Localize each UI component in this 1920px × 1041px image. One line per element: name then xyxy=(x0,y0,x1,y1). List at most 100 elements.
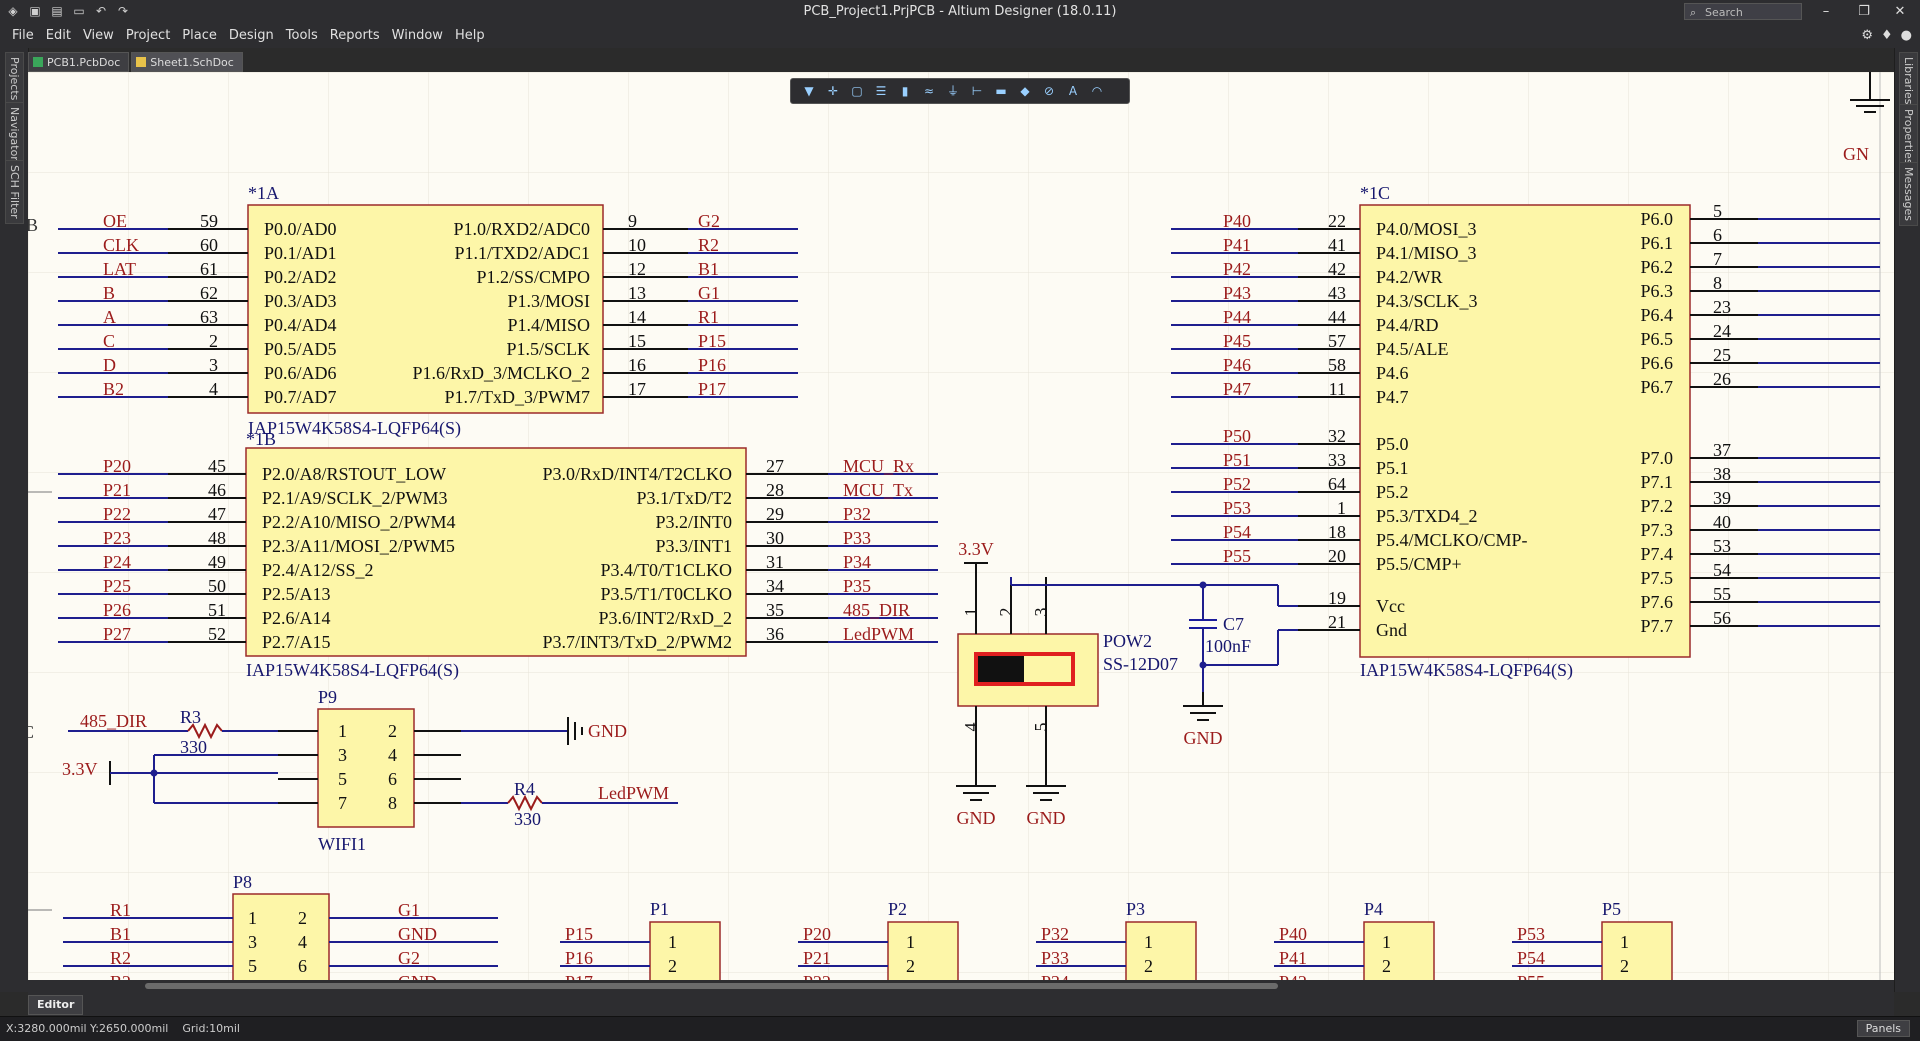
scrollbar-thumb[interactable] xyxy=(145,983,1278,989)
wire-icon[interactable]: ≈ xyxy=(923,84,935,98)
panel-tab-libraries[interactable]: Libraries xyxy=(1899,52,1918,110)
header-p2-body xyxy=(887,921,959,980)
u1b-left-net: P22 xyxy=(103,504,131,524)
u1c-right-pin-number: 40 xyxy=(1713,512,1731,532)
menu-edit[interactable]: Edit xyxy=(45,28,71,43)
u1b-right-pin-number: 31 xyxy=(766,552,784,572)
close-button[interactable]: ✕ xyxy=(1894,4,1906,19)
save-icon[interactable]: ▣ xyxy=(29,4,41,18)
save-all-icon[interactable]: ▤ xyxy=(51,4,63,18)
horizontal-scrollbar[interactable] xyxy=(28,980,1894,992)
u1c-right-pin-name: P7.2 xyxy=(1640,496,1673,516)
menu-window[interactable]: Window xyxy=(391,28,443,43)
status-grid: Grid:10mil xyxy=(182,1022,240,1035)
arc-icon[interactable]: ◠ xyxy=(1091,84,1103,98)
port-icon[interactable]: ⊢ xyxy=(971,84,983,98)
r3-designator: R3 xyxy=(180,707,201,727)
tab-sheet1-schdoc[interactable]: Sheet1.SchDoc xyxy=(131,52,243,72)
open-icon[interactable]: ▭ xyxy=(73,4,85,18)
r3-resistor xyxy=(187,722,223,740)
u1c-right-pin-name: P6.4 xyxy=(1640,305,1673,325)
u1c-left-pin-number: 64 xyxy=(1328,474,1346,494)
u1a-left-pin-number: 60 xyxy=(200,235,218,255)
p8-right-pin-number: 2 xyxy=(298,908,307,928)
align-icon[interactable]: ☰ xyxy=(875,84,887,98)
u1c-right-pin-number: 23 xyxy=(1713,297,1731,317)
text-icon[interactable]: A xyxy=(1068,84,1078,98)
u1a-left-pin-name: P0.7/AD7 xyxy=(264,387,337,407)
gear-icon[interactable]: ⚙ xyxy=(1861,28,1873,43)
directive-icon[interactable]: ⊘ xyxy=(1043,84,1055,98)
active-bar-toolbar: ▼ ✛ ▢ ☰ ▮ ≈ ⏚ ⊢ ▬ ◆ ⊘ A ◠ xyxy=(790,78,1130,104)
select-rect-icon[interactable]: ▢ xyxy=(851,84,863,98)
panel-tab-sch-filter[interactable]: SCH Filter xyxy=(5,160,24,224)
u1a-left-net: B2 xyxy=(103,379,124,399)
u1a-comment: IAP15W4K58S4-LQFP64(S) xyxy=(248,418,461,439)
u1a-right-net: G1 xyxy=(698,283,720,303)
editor-tab[interactable]: Editor xyxy=(28,995,84,1015)
sheet-symbol-icon[interactable]: ▬ xyxy=(995,84,1007,98)
header-p3-net: P32 xyxy=(1041,924,1069,944)
u1b-right-net: P35 xyxy=(843,576,871,596)
power-port-icon[interactable]: ⏚ xyxy=(946,84,959,98)
menu-project[interactable]: Project xyxy=(125,28,171,43)
u1b-right-pin-number: 27 xyxy=(766,456,784,476)
app-logo-icon[interactable]: ◈ xyxy=(8,4,18,18)
menu-reports[interactable]: Reports xyxy=(329,28,380,43)
notifications-icon[interactable]: ♦ xyxy=(1881,28,1893,43)
panel-tab-properties[interactable]: Properties xyxy=(1899,104,1918,170)
u1b-left-net: P26 xyxy=(103,600,131,620)
menu-tools[interactable]: Tools xyxy=(285,28,318,43)
schematic-drawing[interactable]: GNDGNDGNDGNDGNBC*1AIAP15W4K58S4-LQFP64(S… xyxy=(28,72,1894,980)
search-box[interactable]: ⌕Search xyxy=(1684,3,1802,20)
u1c-left-net: P50 xyxy=(1223,426,1251,446)
u1b-right-net: P34 xyxy=(843,552,871,572)
header-p4-net: P41 xyxy=(1279,948,1307,968)
menu-view[interactable]: View xyxy=(82,28,114,43)
r3-value: 330 xyxy=(180,737,207,757)
u1c-left-pin-number: 32 xyxy=(1328,426,1346,446)
move-icon[interactable]: ✛ xyxy=(827,84,839,98)
u1c-right-pin-name: P6.1 xyxy=(1640,233,1673,253)
u1a-right-pin-name: P1.6/RxD_3/MCLKO_2 xyxy=(412,363,590,383)
p9-right-pin-number: 6 xyxy=(388,769,397,789)
minimize-button[interactable]: – xyxy=(1822,4,1830,19)
u1a-left-pin-number: 3 xyxy=(209,355,218,375)
u1a-left-pin-number: 59 xyxy=(200,211,218,231)
restore-button[interactable]: ❐ xyxy=(1858,4,1870,19)
u1b-right-pin-name: P3.3/INT1 xyxy=(656,536,733,556)
u1c-left-pin-name: P4.4/RD xyxy=(1376,315,1439,335)
filter-icon[interactable]: ▼ xyxy=(804,84,814,98)
u1c-left-pin-name: P4.2/WR xyxy=(1376,267,1443,287)
panel-tab-navigator[interactable]: Navigator xyxy=(5,102,24,166)
header-p2-net: P21 xyxy=(803,948,831,968)
r4-value: 330 xyxy=(514,809,541,829)
part-icon[interactable]: ▮ xyxy=(901,84,909,98)
net-label-icon[interactable]: ◆ xyxy=(1020,84,1030,98)
panel-tab-messages[interactable]: Messages xyxy=(1899,162,1918,226)
panels-button[interactable]: Panels xyxy=(1856,1020,1910,1037)
p8-left-net: B1 xyxy=(110,924,131,944)
header-p4-designator: P4 xyxy=(1364,899,1383,919)
u1b-left-pin-name: P2.5/A13 xyxy=(262,584,331,604)
u1a-left-net: LAT xyxy=(103,259,136,279)
c7-gnd-label: GND xyxy=(1184,728,1223,748)
menu-place[interactable]: Place xyxy=(182,28,217,43)
panel-tab-projects[interactable]: Projects xyxy=(5,52,24,106)
pow2-slider-knob xyxy=(978,656,1024,682)
u1c-right-pin-name: P6.7 xyxy=(1640,377,1673,397)
u1a-left-net: B xyxy=(103,283,115,303)
redo-icon[interactable]: ↷ xyxy=(117,4,129,18)
menu-help[interactable]: Help xyxy=(454,28,485,43)
u1b-left-pin-name: P2.6/A14 xyxy=(262,608,331,628)
undo-icon[interactable]: ↶ xyxy=(95,4,107,18)
menu-design[interactable]: Design xyxy=(228,28,274,43)
u1a-right-pin-name: P1.4/MISO xyxy=(507,315,590,335)
menu-file[interactable]: File xyxy=(12,28,34,43)
user-icon[interactable]: ● xyxy=(1900,28,1912,43)
schematic-canvas[interactable]: GNDGNDGNDGNDGNBC*1AIAP15W4K58S4-LQFP64(S… xyxy=(28,72,1894,980)
pcb-doc-icon xyxy=(33,57,43,67)
p9-body xyxy=(317,708,415,828)
header-p3-net: P34 xyxy=(1041,972,1069,980)
tab-pcb1-pcbdoc[interactable]: PCB1.PcbDoc xyxy=(28,52,130,72)
